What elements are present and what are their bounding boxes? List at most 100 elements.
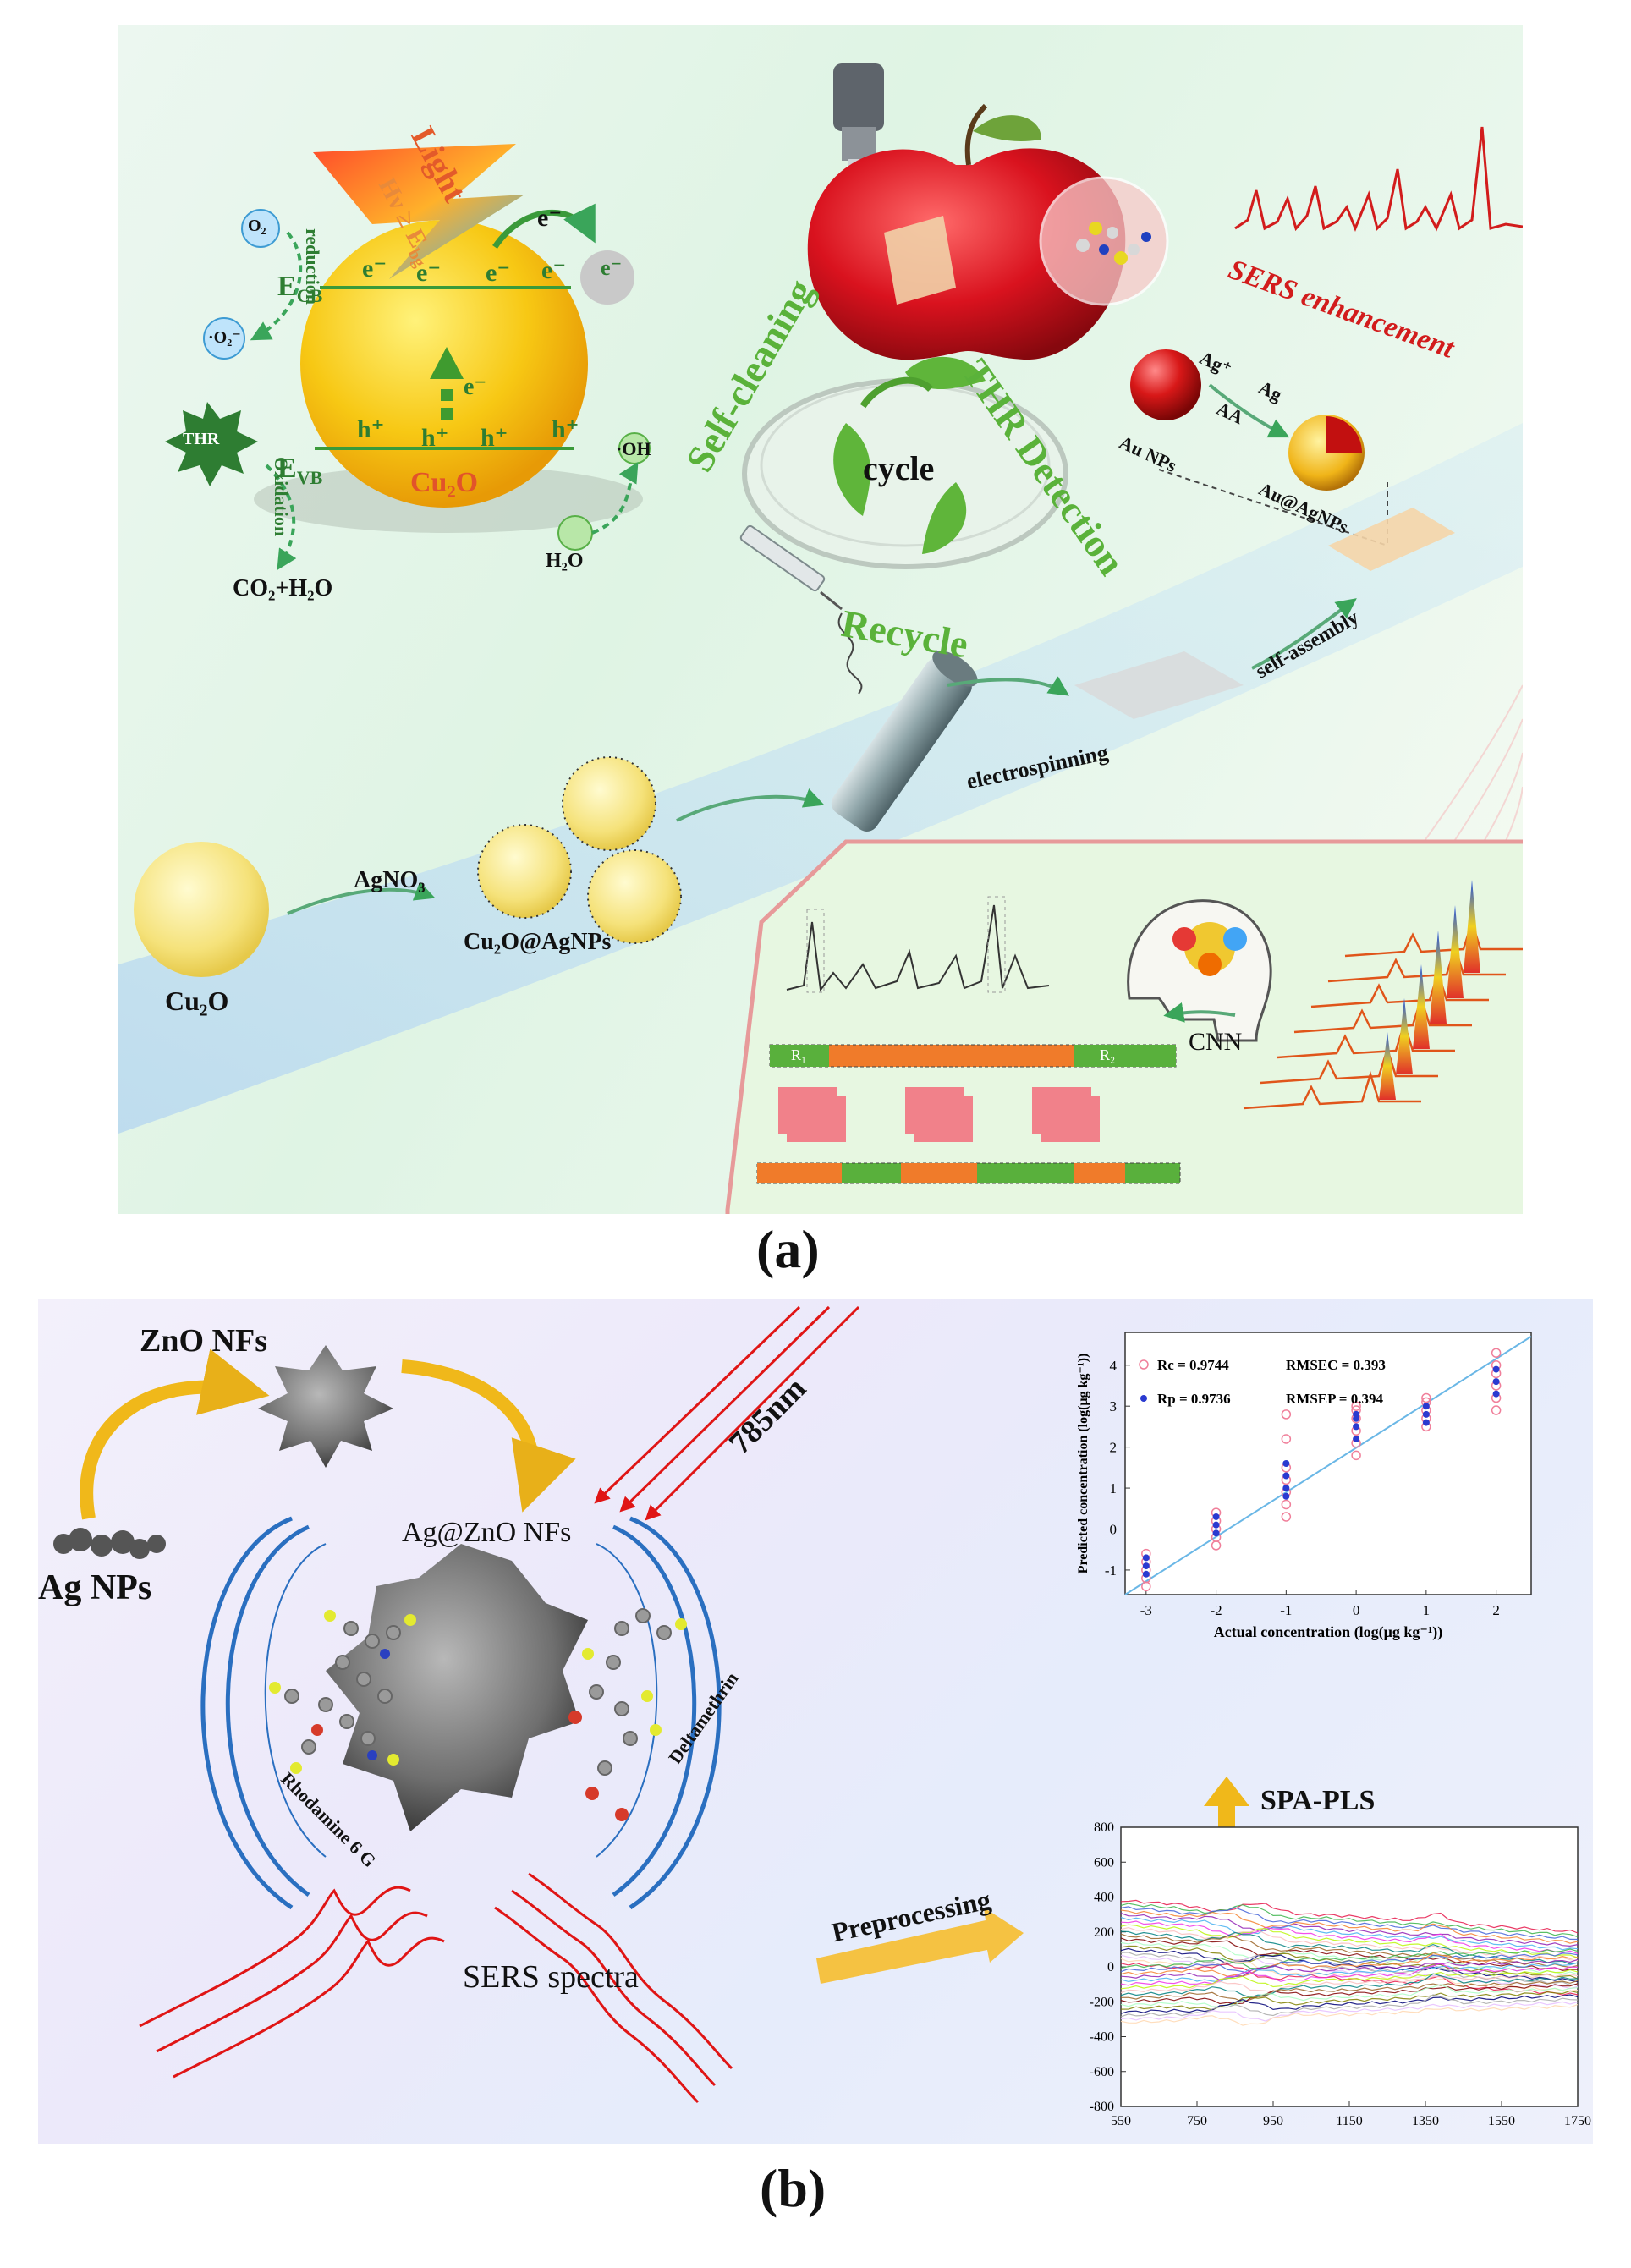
- collector-drum: [831, 651, 978, 832]
- spectrum-line: [1120, 1899, 1579, 1934]
- y-tick-label: 2: [1110, 1440, 1118, 1456]
- spectrum-line: [1120, 1909, 1579, 1944]
- prediction-point: [1492, 1390, 1500, 1398]
- y-tick-label: 3: [1110, 1398, 1118, 1414]
- feature-maps: [778, 1087, 1100, 1142]
- y-tick-label: 0: [1107, 1960, 1114, 1974]
- sers-spectrum-line: [1234, 126, 1523, 233]
- spectrum-line: [1120, 1912, 1579, 1947]
- calibration-point: [1351, 1450, 1361, 1461]
- electron-label-4: e⁻: [541, 256, 567, 284]
- nanofiber-mat: [1074, 651, 1244, 719]
- hole-label-1: h⁺: [357, 415, 385, 443]
- spectrum-line: [1120, 1963, 1579, 1986]
- syringe-icon: [739, 524, 843, 611]
- spectrum-line: [1120, 2001, 1579, 2022]
- x-tick-label: -2: [1211, 1602, 1222, 1618]
- prediction-point: [1142, 1562, 1150, 1570]
- spectrum-line: [1120, 1916, 1579, 1951]
- y-axis-label: Predicted concentration (log(μg kg⁻¹)): [1076, 1354, 1090, 1574]
- x-tick-label: -3: [1140, 1602, 1152, 1618]
- field-arcs-right: [612, 1516, 722, 1910]
- apple: [807, 148, 1126, 360]
- spectrum-line: [1120, 1983, 1579, 2005]
- legend-marker-rp: [1140, 1395, 1147, 1402]
- y-tick-label: 0: [1110, 1522, 1118, 1538]
- electron-label-3: e⁻: [486, 259, 511, 287]
- prediction-point: [1282, 1472, 1290, 1480]
- thr-label: THR: [183, 430, 220, 448]
- x-tick-label: 550: [1111, 2114, 1131, 2128]
- thr-star-icon: [165, 402, 258, 486]
- sers-spectra-label: SERS spectra: [463, 1959, 639, 1995]
- hole-label-4: h⁺: [552, 415, 579, 443]
- legend-rmsep: RMSEP = 0.394: [1286, 1391, 1383, 1407]
- x-tick-label: 2: [1492, 1602, 1500, 1618]
- head-brain-icon: [1127, 899, 1272, 1042]
- hole-label-2: h⁺: [421, 424, 449, 452]
- x-tick-label: 1550: [1488, 2114, 1515, 2128]
- x-tick-label: 750: [1187, 2114, 1207, 2128]
- calibration-point: [1491, 1348, 1502, 1358]
- y-tick-label: -200: [1090, 1995, 1114, 2009]
- calibration-point: [1281, 1409, 1292, 1420]
- ag-nps-cluster: [53, 1528, 166, 1559]
- prediction-point: [1282, 1492, 1290, 1500]
- prediction-point: [1212, 1521, 1220, 1529]
- y-tick-label: -600: [1090, 2065, 1114, 2079]
- spectrum-line: [1120, 1930, 1579, 1965]
- panel-b: ZnO NFs Ag NPs Ag@ZnO NFs 785nm Rhodamin…: [38, 1299, 1593, 2144]
- sers-spectra-lines-left: [139, 1886, 445, 2079]
- prediction-point: [1282, 1485, 1290, 1492]
- sers-spectra-lines-right: [494, 1872, 733, 2104]
- calibration-point: [1421, 1392, 1431, 1403]
- y-tick-label: 400: [1094, 1891, 1114, 1905]
- o2-bubble: [241, 209, 280, 248]
- panel-b-illustration: [53, 1305, 1249, 2104]
- o2-radical-label: ·O₂⁻: [208, 328, 241, 347]
- spectrum-line: [1120, 1926, 1579, 1962]
- reference-line: [1124, 1335, 1532, 1595]
- caption-b: (b): [760, 2158, 826, 2218]
- calibration-point: [1281, 1512, 1292, 1522]
- light-bolt-icon: [313, 144, 524, 279]
- x-tick-label: 950: [1263, 2114, 1283, 2128]
- waterfall-peaks: [1379, 880, 1480, 1100]
- y-tick-label: 600: [1094, 1855, 1114, 1870]
- h2o-bubble: [557, 515, 593, 551]
- electron-top-label: e⁻: [537, 204, 563, 232]
- spectrum-line: [1120, 1903, 1579, 1938]
- spectrum-line: [1120, 1994, 1579, 2014]
- o2-radical-bubble: [203, 317, 245, 360]
- prediction-point: [1492, 1365, 1500, 1373]
- spectrum-line: [1120, 1947, 1579, 1983]
- spectrum-line: [1120, 1906, 1579, 1941]
- r2-label: R₂: [1100, 1046, 1116, 1063]
- substrate-film: [1328, 508, 1455, 571]
- spectrum-line: [1120, 1962, 1579, 1983]
- spectrum-line: [1120, 2004, 1579, 2026]
- spectrum-line: [1120, 1948, 1579, 1969]
- ecb-label: ECB: [277, 271, 322, 307]
- x-tick-label: 1: [1423, 1602, 1431, 1618]
- y-tick-label: -800: [1090, 2100, 1114, 2114]
- x-tick-label: 1350: [1412, 2114, 1439, 2128]
- spectrum-line: [1120, 1973, 1579, 1998]
- prediction-point: [1353, 1410, 1360, 1418]
- panel-a-illustration: [118, 63, 1523, 1214]
- x-tick-label: 1150: [1336, 2114, 1362, 2128]
- evb-label: EVB: [277, 453, 322, 489]
- y-tick-label: 4: [1110, 1358, 1118, 1374]
- calibration-point: [1281, 1434, 1292, 1444]
- zno-nfs-label: ZnO NFs: [140, 1323, 267, 1359]
- prediction-point: [1142, 1554, 1150, 1562]
- recycle-leaves-icon: [833, 356, 986, 554]
- panel-a: Light Hν ≥ Ebg e⁻ O₂ reduction ·O₂⁻ ECB …: [118, 25, 1523, 1214]
- y-tick-label: -400: [1090, 2030, 1114, 2045]
- prediction-point: [1422, 1410, 1430, 1418]
- spectrum-line: [1120, 1920, 1579, 1954]
- r1-label: R₁: [791, 1046, 807, 1063]
- prediction-point: [1422, 1419, 1430, 1426]
- ecb-sub: CB: [296, 284, 323, 306]
